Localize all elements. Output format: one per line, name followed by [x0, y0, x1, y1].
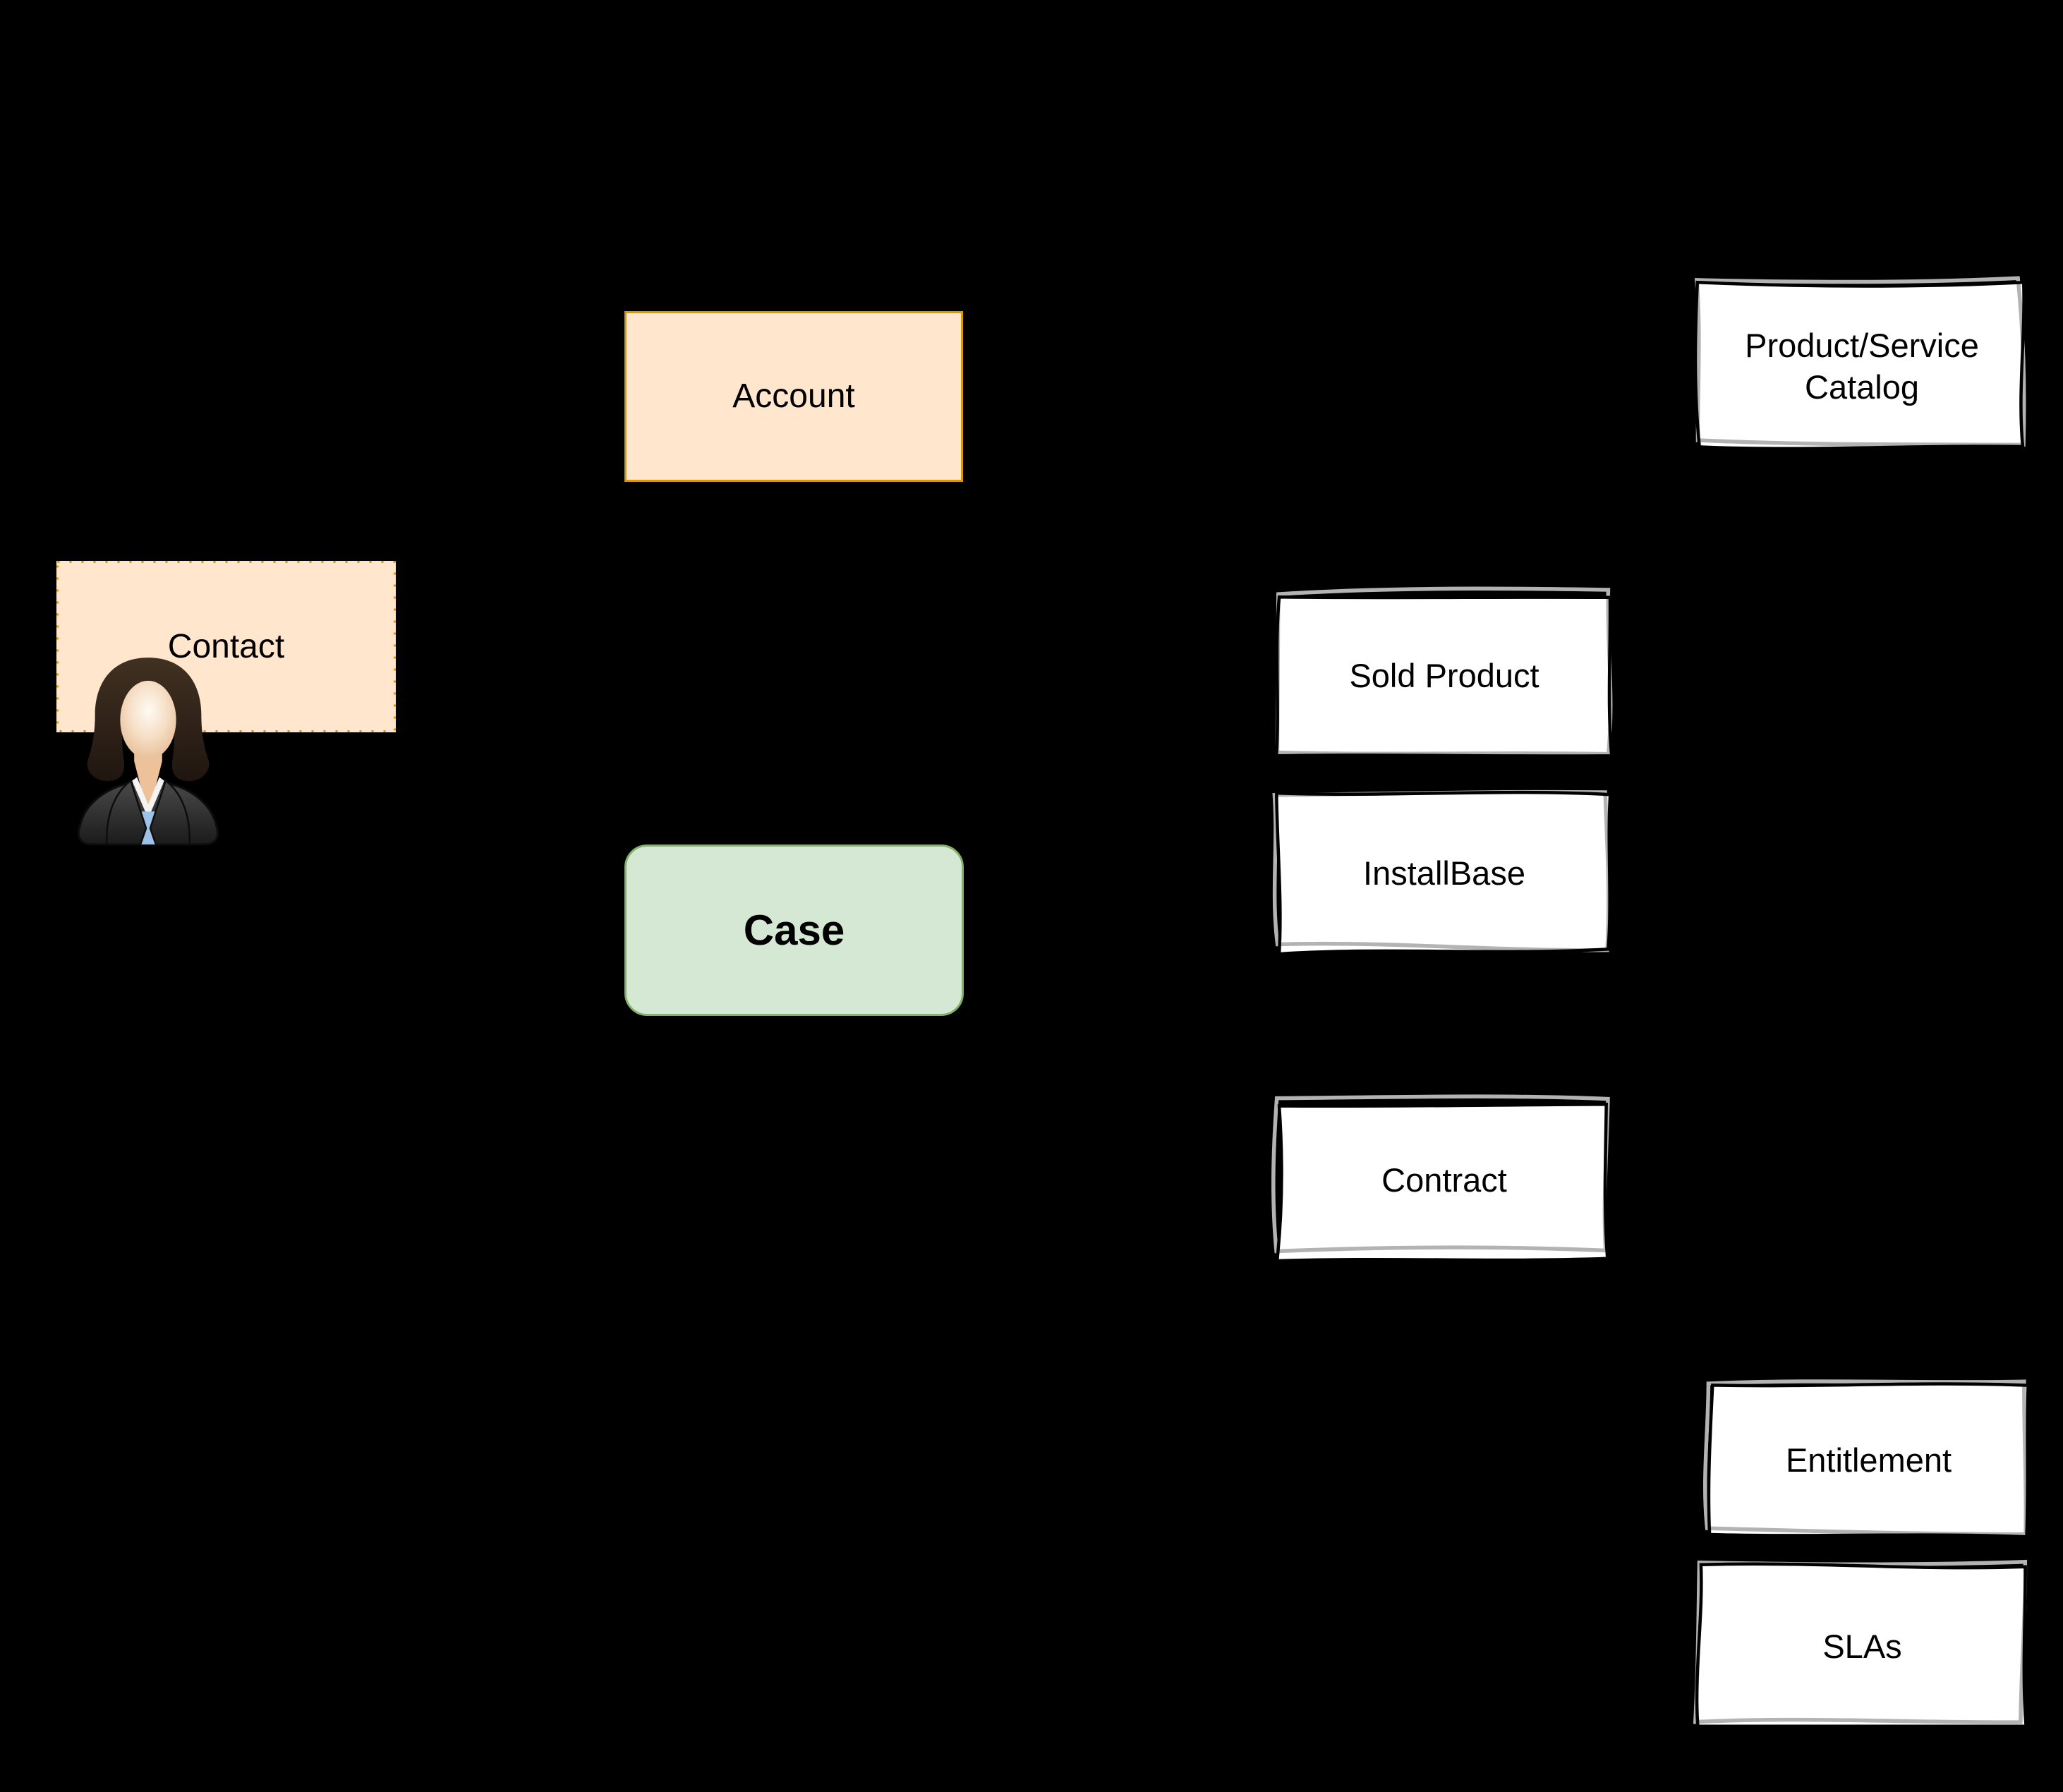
node-entitlement-label: Entitlement: [1785, 1441, 1952, 1479]
node-sold-product-label: Sold Product: [1349, 657, 1539, 695]
business-woman-icon: [77, 658, 219, 846]
node-case-label: Case: [743, 907, 845, 954]
node-case: Case: [624, 844, 964, 1016]
node-account: Account: [624, 311, 963, 482]
node-slas-label: SLAs: [1822, 1627, 1902, 1665]
node-entitlement: Entitlement: [1703, 1379, 2033, 1540]
node-installbase-label: InstallBase: [1363, 854, 1525, 892]
node-installbase: InstallBase: [1272, 789, 1614, 956]
node-account-label: Account: [732, 377, 855, 415]
node-contract: Contract: [1271, 1094, 1614, 1263]
node-product-service-catalog-label: Product/Service Catalog: [1745, 326, 1979, 406]
node-contract-label: Contract: [1381, 1161, 1507, 1199]
avatar-lapel-left: [106, 779, 147, 846]
node-slas: SLAs: [1693, 1559, 2030, 1732]
node-product-service-catalog: Product/Service Catalog: [1693, 276, 2029, 453]
node-sold-product: Sold Product: [1274, 586, 1614, 761]
avatar-face: [120, 680, 176, 759]
avatar-shirt: [132, 777, 164, 819]
avatar-lapel-right: [149, 779, 190, 846]
